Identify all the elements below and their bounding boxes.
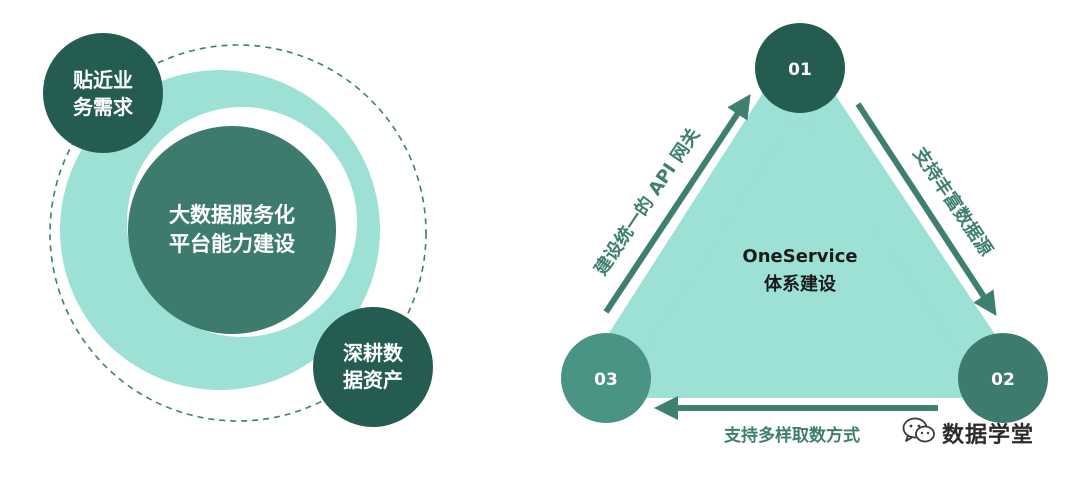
right-diagram: OneService 体系建设 建设统一的 API 网关 支持丰富数据源 支持多… (561, 23, 1048, 446)
node-03 (561, 333, 651, 423)
watermark-text: 数据学堂 (942, 423, 1035, 448)
node-01 (755, 23, 845, 113)
left-diagram: 大数据服务化 平台能力建设 贴近业 务需求 深耕数 据资产 (43, 33, 433, 427)
watermark: 数据学堂 (902, 417, 1035, 449)
center-node-line1: 大数据服务化 (169, 203, 295, 227)
top-left-node (43, 33, 163, 153)
arrow-right (855, 102, 997, 317)
node-01-label: 01 (788, 60, 812, 80)
dashed-orbit (49, 44, 427, 422)
top-left-node-line2: 务需求 (73, 95, 134, 119)
node-02-label: 02 (991, 370, 1015, 390)
bottom-right-node (313, 307, 433, 427)
center-node (128, 126, 336, 334)
wechat-icon (902, 417, 936, 449)
center-node-line2: 平台能力建设 (169, 232, 295, 256)
triangle (584, 55, 1020, 398)
node-03-label: 03 (594, 370, 618, 390)
center-label-line1: OneService (742, 246, 857, 267)
bottom-right-node-line1: 深耕数 (343, 341, 404, 365)
node-02 (958, 333, 1048, 423)
center-label-line2: 体系建设 (764, 273, 836, 295)
arrow-left (603, 94, 751, 314)
arrow-bottom-label: 支持多样取数方式 (724, 425, 860, 446)
bottom-right-node-line2: 据资产 (343, 368, 403, 392)
top-left-node-line1: 贴近业 (73, 68, 133, 92)
